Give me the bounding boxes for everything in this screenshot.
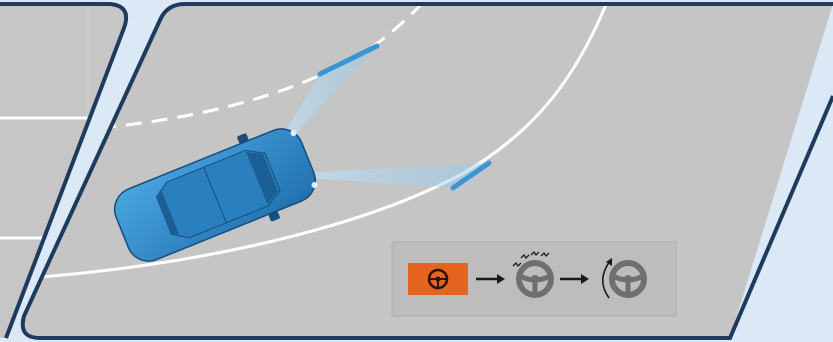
warning-steering-icon [408, 263, 468, 295]
steering-assist-indicator [392, 242, 676, 316]
main-road-panel [23, 0, 833, 338]
